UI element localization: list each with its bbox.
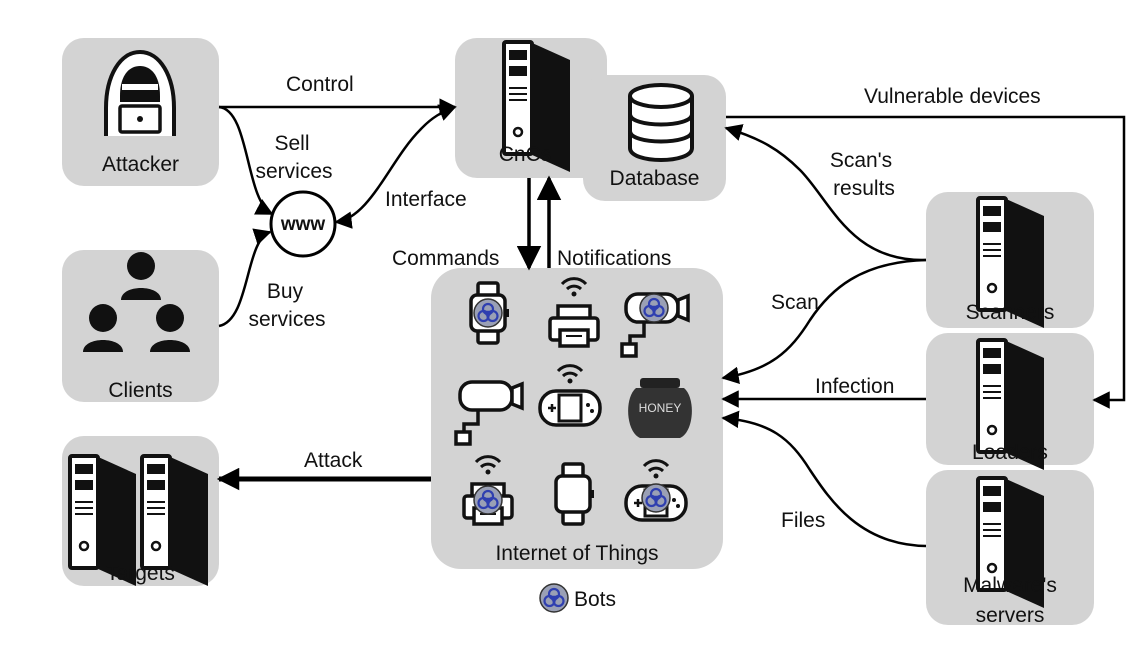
files-label: Files	[781, 509, 826, 532]
bot-legend-icon	[538, 582, 570, 614]
interface-label: Interface	[385, 188, 467, 211]
files-arrow	[721, 410, 927, 548]
hacker-icon	[104, 49, 176, 136]
watch-icon	[554, 462, 596, 526]
infection-label: Infection	[815, 375, 895, 398]
vulnerable-devices-label: Vulnerable devices	[864, 85, 1041, 108]
wifi-console-bot-icon	[624, 459, 688, 522]
camera-icon	[454, 380, 524, 446]
attacker-label: Attacker	[101, 153, 180, 176]
attack-label: Attack	[304, 449, 363, 472]
scan-label: Scan	[771, 291, 819, 314]
buy-services-label-2: services	[248, 308, 326, 331]
scan-results-label-2: results	[833, 177, 895, 200]
sell-services-arrow	[218, 105, 274, 216]
www-circle	[269, 190, 337, 258]
camera-bot-icon	[620, 292, 690, 358]
iot-label: Internet of Things	[495, 542, 659, 565]
honey-pot-icon	[628, 378, 692, 438]
wifi-printer-bot-icon	[462, 455, 514, 526]
sell-services-label-2: services	[255, 160, 333, 183]
commands-label: Commands	[392, 247, 500, 270]
targets-label: Targets	[106, 562, 175, 585]
clients-label: Clients	[108, 379, 173, 402]
cncs-label: CnCs	[498, 143, 552, 166]
malware-servers-label-2: servers	[975, 604, 1045, 627]
control-label: Control	[286, 73, 354, 96]
buy-services-arrow	[218, 228, 272, 328]
interface-arrow	[334, 104, 457, 229]
notifications-label: Notifications	[557, 247, 672, 270]
scan-results-arrow	[724, 124, 927, 262]
vulnerable-devices-arrow	[726, 115, 1126, 409]
database-icon	[628, 83, 694, 162]
www-label: www	[280, 214, 326, 235]
wifi-console-icon	[538, 364, 602, 427]
loaders-label: Loaders	[972, 441, 1048, 464]
scan-arrow	[721, 258, 927, 384]
database-label: Database	[609, 167, 700, 190]
honey-label: HONEY	[639, 401, 682, 415]
malware-servers-label: Malware's	[963, 574, 1057, 597]
scanners-label: Scanners	[965, 301, 1055, 324]
sell-services-label: Sell	[274, 132, 310, 155]
wifi-printer-icon	[548, 277, 600, 348]
clients-icon	[83, 252, 190, 352]
bots-legend-label: Bots	[574, 588, 617, 611]
scan-results-label: Scan's	[829, 149, 893, 172]
buy-services-label: Buy	[266, 280, 304, 303]
watch-bot-icon	[469, 281, 511, 345]
